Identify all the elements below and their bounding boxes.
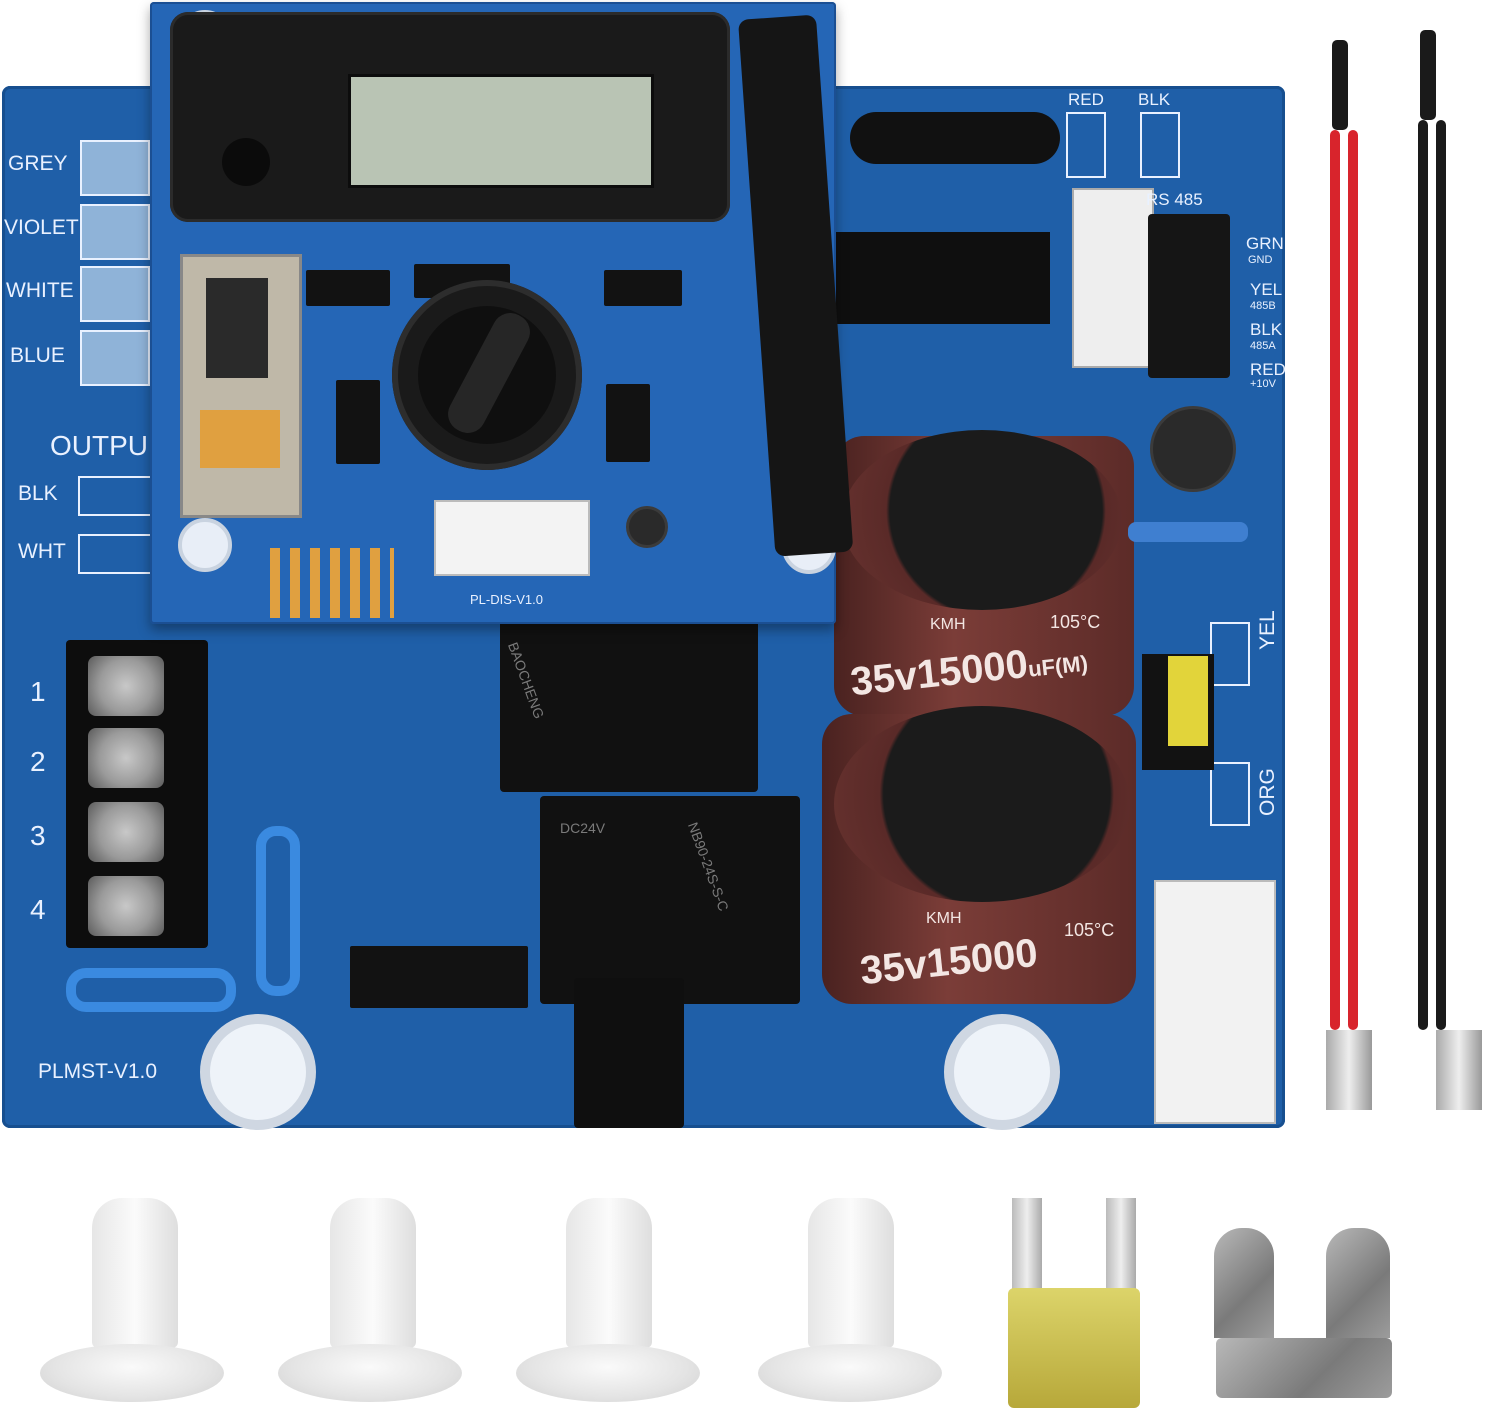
ic-chip — [350, 946, 528, 1008]
wire-terminal — [1436, 1030, 1482, 1110]
capacitor-top — [834, 706, 1130, 902]
label-violet: VIOLET — [4, 216, 79, 239]
heatsink — [1072, 188, 1154, 368]
rs485-pin-name: GRN — [1246, 234, 1284, 253]
rs485-pin-name: RED — [1250, 360, 1286, 379]
rs485-pin-name: BLK — [1250, 320, 1283, 339]
jumper-bar-fork — [1326, 1228, 1390, 1338]
output-header-pins — [78, 476, 152, 516]
label-blk: BLK — [1138, 90, 1171, 109]
rs485-pin-sub: GND — [1248, 254, 1273, 266]
mov-varistor — [850, 112, 1060, 164]
clip-flange — [758, 1344, 942, 1402]
clip-flange — [40, 1344, 224, 1402]
spade-terminal — [1140, 112, 1180, 178]
label-output-blk: BLK — [18, 482, 58, 505]
label-rs485: RS 485 — [1146, 190, 1203, 209]
clip-flange — [278, 1344, 462, 1402]
wire-sleeve — [1420, 30, 1436, 120]
mounting-hole — [944, 1014, 1060, 1130]
rs485-pin-sub: 485A — [1250, 340, 1276, 352]
label-red: RED — [1068, 90, 1104, 109]
rs485-pin-sub: 485B — [1250, 300, 1276, 312]
spade-terminal — [80, 266, 150, 322]
jumper-bar — [1216, 1338, 1392, 1398]
label-output: OUTPU — [50, 430, 148, 461]
fuse-blade — [1012, 1198, 1042, 1298]
relay — [540, 796, 800, 1004]
relay — [500, 616, 758, 792]
push-rivet-clip — [330, 1198, 416, 1348]
terminal-screw — [88, 656, 164, 716]
fuse-blade — [1106, 1198, 1136, 1298]
ic-chip — [604, 270, 682, 306]
ic-chip — [306, 270, 390, 306]
spade-terminal — [1066, 112, 1106, 178]
display-board-model: PL-DIS-V1.0 — [470, 592, 543, 607]
wire-sleeve — [1332, 40, 1348, 130]
rj-connector — [574, 978, 684, 1128]
terminal-number: 2 — [30, 746, 46, 777]
installed-fuse — [1168, 656, 1208, 746]
terminal-number: 1 — [30, 676, 46, 707]
black-wire — [1436, 120, 1446, 1030]
bridge-rectifier — [834, 232, 1050, 324]
push-rivet-clip — [566, 1198, 652, 1348]
electrolytic-capacitor-small — [1150, 406, 1236, 492]
spade-terminal — [1210, 762, 1250, 826]
terminal-number: 4 — [30, 894, 46, 925]
capacitor-brand: KMH — [930, 616, 966, 633]
clip-flange — [516, 1344, 700, 1402]
label-grey: GREY — [8, 152, 68, 175]
label-blue: BLUE — [10, 344, 65, 367]
wire-terminal — [1326, 1030, 1372, 1110]
standoff — [178, 518, 232, 572]
ic-chip — [336, 380, 380, 464]
mounting-hole — [200, 1014, 316, 1130]
terminal-screw — [88, 728, 164, 788]
jumper-bar-fork — [1214, 1228, 1274, 1338]
ic-chip — [606, 384, 650, 462]
terminal-screw — [88, 876, 164, 936]
label-yel: YEL — [1256, 610, 1279, 650]
push-rivet-clip — [808, 1198, 894, 1348]
slide-switch-contact — [200, 410, 280, 468]
jumper-wire-loop — [256, 826, 300, 996]
capacitor-temp: 105°C — [1050, 612, 1101, 632]
rs485-pin-sub: +10V — [1250, 378, 1276, 390]
terminal-screw — [88, 802, 164, 862]
small-capacitor — [626, 506, 668, 548]
spade-terminal — [80, 330, 150, 386]
slide-switch-lever — [206, 278, 268, 378]
spade-terminal — [1210, 622, 1250, 686]
capacitor-top — [842, 430, 1122, 610]
label-org: ORG — [1256, 768, 1279, 816]
output-header-pins — [78, 534, 152, 574]
capacitor-brand: KMH — [926, 910, 962, 927]
terminal-number: 3 — [30, 820, 46, 851]
red-wire — [1348, 130, 1358, 1030]
white-header — [434, 500, 590, 576]
spade-terminal — [80, 140, 150, 196]
blade-fuse — [1008, 1288, 1140, 1408]
push-rivet-clip — [92, 1198, 178, 1348]
resistor — [1128, 522, 1248, 542]
rs485-pin-name: YEL — [1250, 280, 1283, 299]
main-board-model: PLMST-V1.0 — [38, 1060, 158, 1083]
spade-terminal — [80, 204, 150, 260]
label-output-wht: WHT — [18, 540, 66, 563]
relay-coil: DC24V — [560, 820, 606, 836]
white-connector — [1154, 880, 1276, 1124]
black-wire — [1418, 120, 1428, 1030]
lcd-screen — [348, 74, 654, 188]
edge-contacts — [270, 548, 394, 618]
capacitor-temp: 105°C — [1064, 920, 1115, 940]
jumper-wire-loop — [66, 968, 236, 1012]
rs485-terminal — [1148, 214, 1230, 378]
red-wire — [1330, 130, 1340, 1030]
push-button — [222, 138, 270, 186]
label-white: WHITE — [6, 279, 74, 302]
